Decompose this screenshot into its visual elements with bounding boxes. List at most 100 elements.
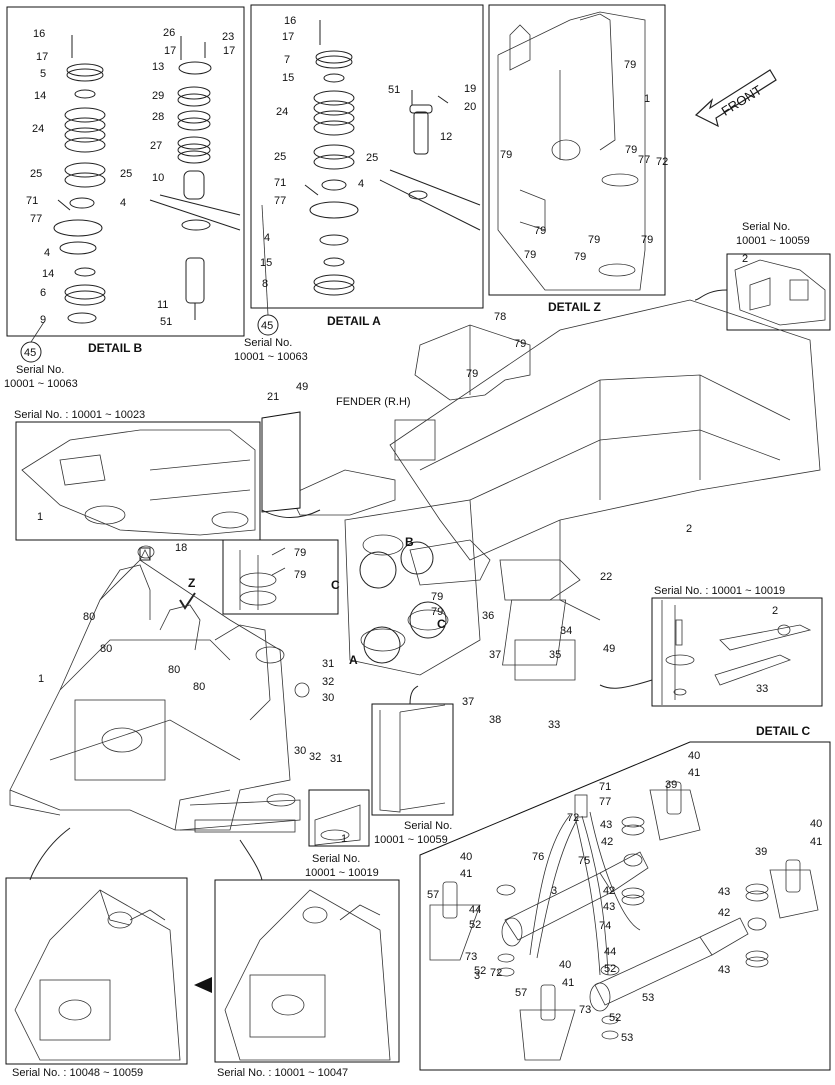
callout-detail-a-2: 7 [284,54,290,66]
callout-main-25: 35 [549,649,561,661]
callout-main-2: 1 [37,511,43,523]
front-frame [9,545,310,833]
callout-detail-c-9: 75 [578,855,590,867]
callout-detail-b-12: 6 [40,287,46,299]
callout-detail-a-15: 20 [464,101,476,113]
callout-main-3: 18 [175,542,187,554]
callout-fender-1: 79 [514,338,526,350]
callout-detail-c-37: 53 [621,1032,633,1044]
svg-text:2: 2 [742,253,748,265]
callout-detail-b-3: 14 [34,90,46,102]
callout-detail-b-24: 51 [160,316,172,328]
callout-main-30: 79 [431,591,443,603]
callout-main-28: 79 [294,547,306,559]
callout-detail-z-10: 79 [574,251,586,263]
callout-detail-b-10: 4 [44,247,50,259]
callout-detail-z-7: 79 [588,234,600,246]
marker-b: B [405,535,414,549]
callout-main-22: 38 [489,714,501,726]
callout-detail-c-0: 40 [688,750,700,762]
callout-main-0: 49 [296,381,308,393]
callout-main-23: 33 [548,719,560,731]
callout-detail-b-19: 29 [152,90,164,102]
callout-detail-c-27: 72 [490,967,502,979]
callout-detail-b-5: 25 [30,168,42,180]
detail-markers: B C C A Z [179,535,447,667]
marker-a: A [349,653,358,667]
callout-detail-z-8: 79 [641,234,653,246]
callout-main-4: 80 [83,611,95,623]
bottom-mid-inset: Serial No. : 10001 ~ 10047 [214,879,400,1079]
callout-detail-c-35: 53 [642,992,654,1004]
callout-detail-b-14: 26 [163,27,175,39]
callout-detail-b-7: 71 [26,195,38,207]
right-serial-label: Serial No. : 10001 ~ 10019 [654,585,785,597]
callout-detail-c-7: 42 [601,836,613,848]
callout-main-15: 1 [341,833,347,845]
detail-b-title: DETAIL B [88,341,143,355]
detail-a-serial: Serial No. [244,337,292,349]
callout-detail-a-9: 77 [274,195,286,207]
detail-b-circle-ref: 45 [24,347,36,359]
callout-detail-c-23: 42 [718,907,730,919]
callout-main-13: 32 [309,751,321,763]
callout-detail-c-20: 52 [469,919,481,931]
callout-detail-z-3: 79 [625,144,637,156]
callout-detail-c-12: 40 [810,818,822,830]
detail-a-panel: DETAIL A 45 Serial No. 10001 ~ 10063 161… [234,4,484,363]
callout-detail-a-13: 51 [388,84,400,96]
lower-serial: Serial No. [312,853,360,865]
plate-49 [502,599,567,666]
callout-detail-a-7: 71 [274,177,286,189]
callout-detail-c-18: 43 [603,901,615,913]
callout-detail-c-11: 41 [460,868,472,880]
callout-detail-c-5: 72 [567,812,579,824]
callout-detail-c-15: 3 [551,885,557,897]
callout-detail-a-3: 15 [282,72,294,84]
callout-detail-z-6: 79 [534,225,546,237]
callout-detail-c-32: 57 [515,987,527,999]
detail-a-title: DETAIL A [327,314,381,328]
callout-fender-2: 79 [466,368,478,380]
top-right-inset: Serial No. 10001 ~ 10059 2 [694,221,831,331]
top-right-serial: Serial No. [742,221,790,233]
callout-main-1: 21 [267,391,279,403]
detail-c-title: DETAIL C [756,724,811,738]
callout-main-10: 32 [322,676,334,688]
detail-b-serial: Serial No. [16,364,64,376]
callout-detail-z-9: 79 [524,249,536,261]
marker-z: Z [188,576,195,590]
marker-c: C [331,578,340,592]
callout-detail-c-21: 74 [599,920,611,932]
callout-detail-a-0: 16 [284,15,296,27]
callout-detail-b-2: 5 [40,68,46,80]
callout-detail-c-16: 57 [427,889,439,901]
bottom-left-serial: Serial No. : 10048 ~ 10059 [12,1067,143,1079]
callout-detail-a-12: 8 [262,278,268,290]
callout-main-24: 34 [560,625,572,637]
callout-detail-c-24: 43 [718,964,730,976]
callout-detail-b-1: 17 [36,51,48,63]
callout-detail-c-1: 41 [688,767,700,779]
mid-serial: Serial No. [404,820,452,832]
callout-detail-c-8: 76 [532,851,544,863]
detail-b-panel: DETAIL B 45 Serial No. 10001 ~ 10063 161… [4,6,245,390]
callout-detail-c-25: 52 [604,963,616,975]
detail-b-serial-range: 10001 ~ 10063 [4,378,78,390]
mid-serial-inset: Serial No. 10001 ~ 10059 [371,685,454,846]
bottom-mid-serial: Serial No. : 10001 ~ 10047 [217,1067,348,1079]
callout-main-5: 80 [100,643,112,655]
callout-detail-z-4: 77 [638,154,650,166]
callout-detail-c-4: 39 [665,779,677,791]
callout-detail-c-22: 43 [718,886,730,898]
callout-detail-c-6: 43 [600,819,612,831]
detail-a-circle-ref: 45 [261,320,273,332]
callout-main-12: 30 [294,745,306,757]
callout-detail-b-22: 10 [152,172,164,184]
callout-main-20: 37 [489,649,501,661]
mid-serial-range: 10001 ~ 10059 [374,834,448,846]
marker-c2: C [437,617,446,631]
callout-detail-c-28: 40 [559,959,571,971]
right-serial-inset: Serial No. : 10001 ~ 10019 [599,585,823,707]
